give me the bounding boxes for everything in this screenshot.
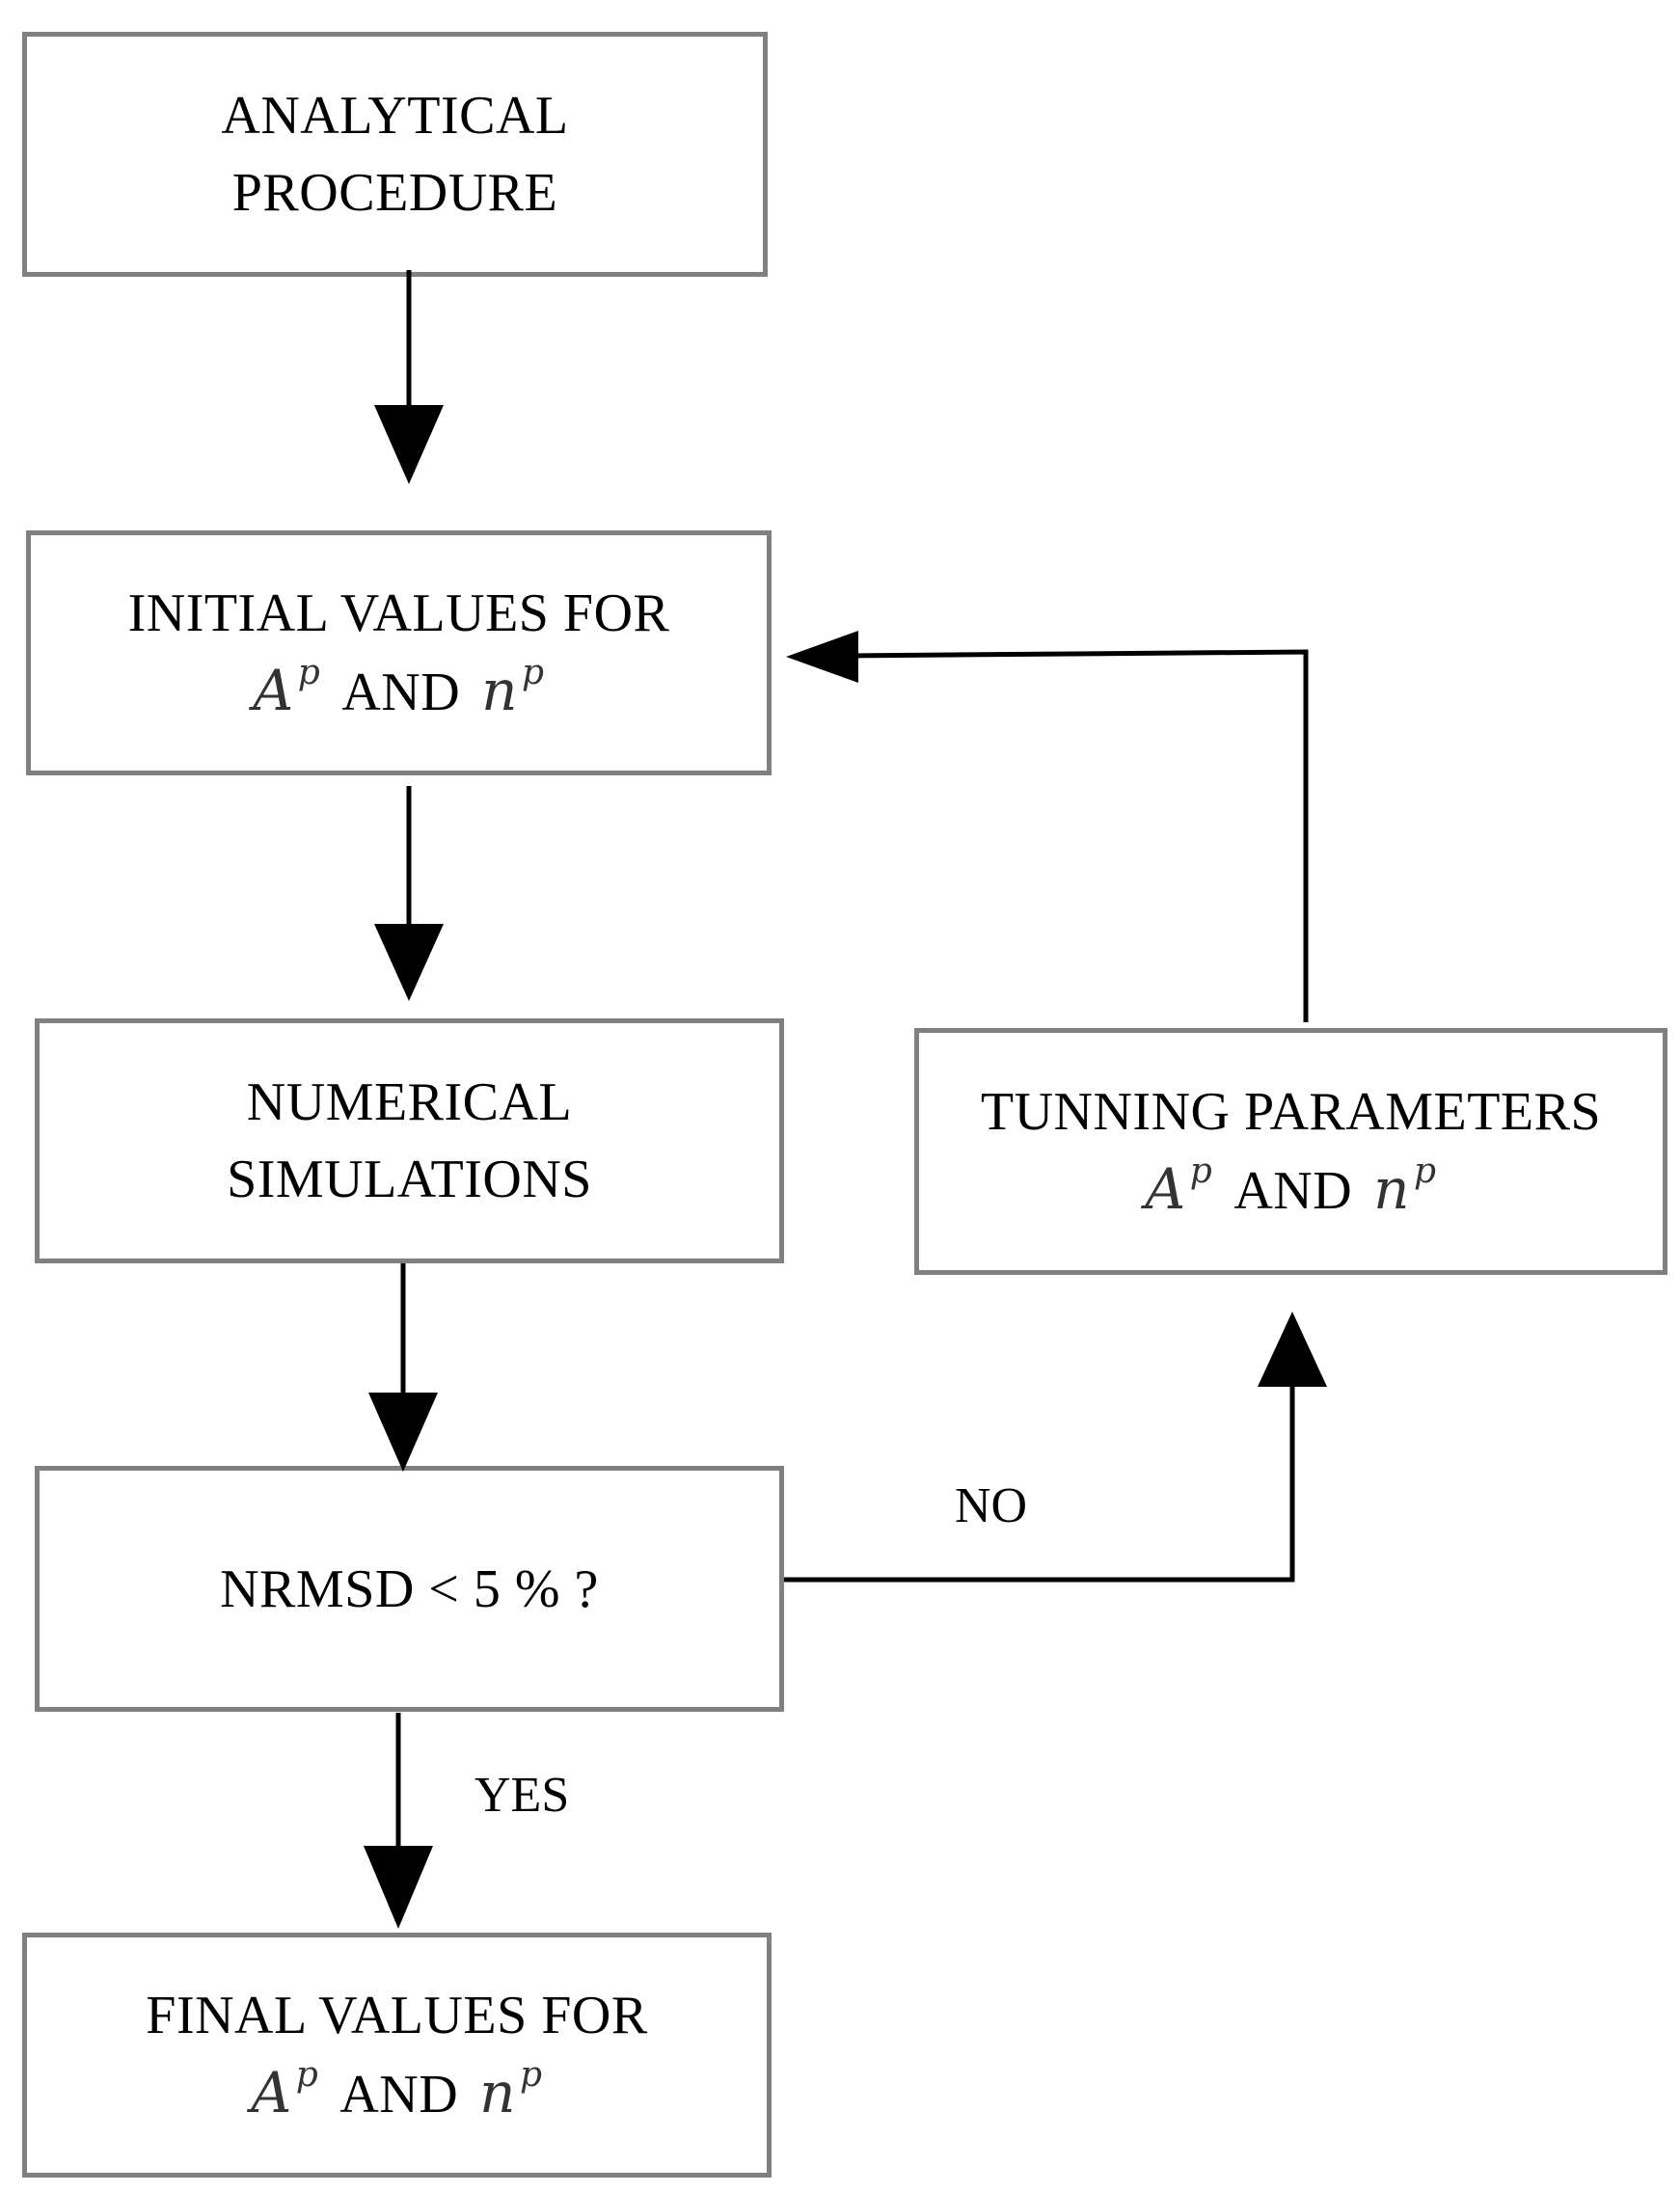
final-values-title: FINAL VALUES FOR — [146, 1986, 648, 2045]
edge-tuning-back-to-initial — [838, 649, 1309, 1022]
nrmsd-condition-text: NRMSD < 5 % ? — [220, 1558, 599, 1619]
analytical-procedure-box: ANALYTICAL PROCEDURE — [22, 32, 768, 277]
initial-values-title: INITIAL VALUES FOR — [127, 583, 670, 643]
numerical-simulations-line-2: SIMULATIONS — [227, 1150, 592, 1209]
arrowhead-left-loop — [786, 631, 858, 683]
and-word: AND — [339, 2065, 459, 2125]
no-branch-label: NO — [955, 1478, 1028, 1533]
yes-branch-label: YES — [474, 1768, 570, 1823]
and-word: AND — [1233, 1161, 1353, 1221]
arrowhead-up-no — [1258, 1312, 1327, 1387]
nrmsd-decision-box: NRMSD < 5 % ? — [35, 1466, 784, 1712]
tuning-parameters-title: TUNNING PARAMETERS — [980, 1082, 1602, 1142]
edge-decision-no-to-tuning — [784, 1374, 1295, 1583]
arrowhead-down-3 — [368, 1393, 438, 1472]
numerical-simulations-line-1: NUMERICAL — [246, 1072, 573, 1132]
arrowhead-down-2 — [374, 924, 444, 1001]
analytical-procedure-line-1: ANALYTICAL — [221, 86, 569, 146]
analytical-procedure-line-2: PROCEDURE — [231, 163, 558, 223]
and-word: AND — [341, 663, 461, 722]
numerical-simulations-box: NUMERICAL SIMULATIONS — [35, 1018, 784, 1263]
arrowhead-down-4 — [364, 1846, 433, 1929]
arrowhead-down-1 — [374, 405, 444, 484]
